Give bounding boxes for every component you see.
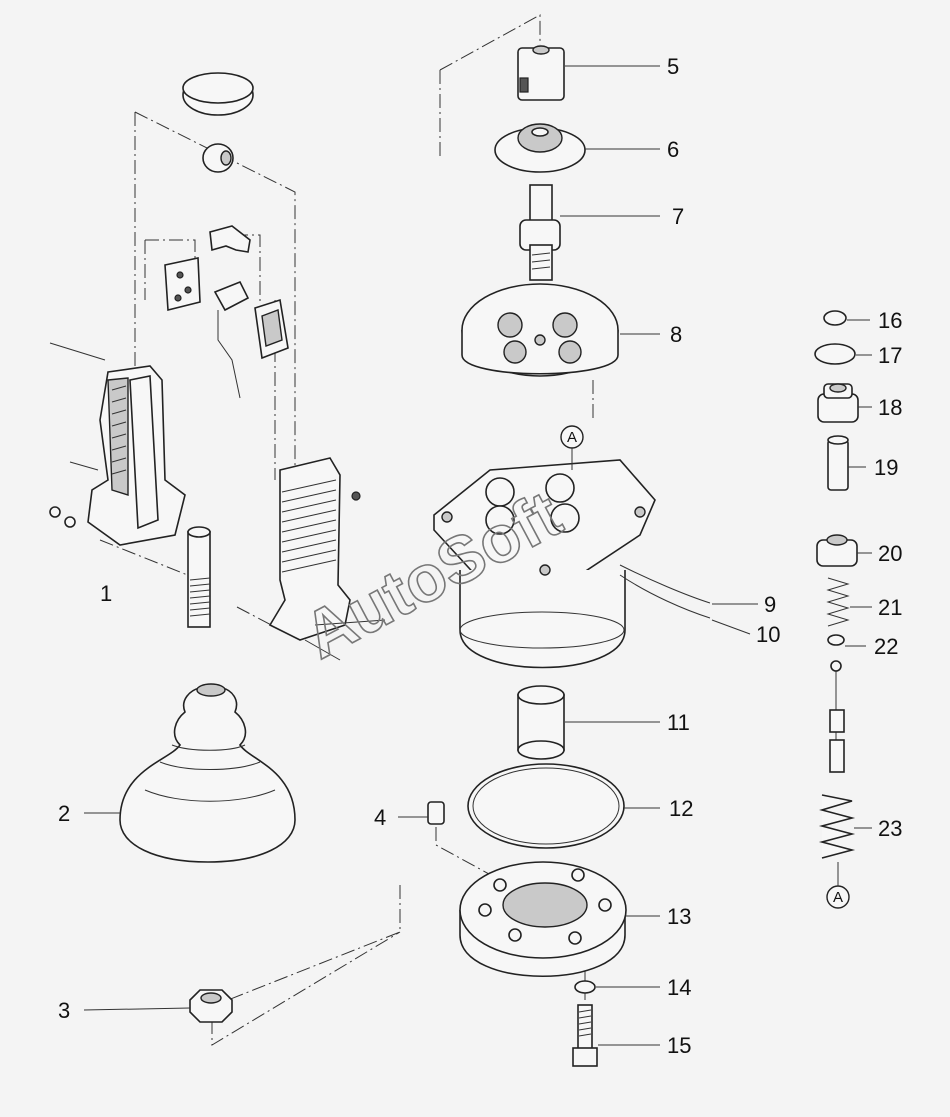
callout-1: 1 (100, 581, 112, 606)
roll-pin (427, 801, 445, 825)
ref-marker-top-label: A (567, 429, 577, 446)
washer-tiny (827, 634, 845, 646)
rubber-boot (119, 683, 296, 863)
callout-20: 20 (878, 541, 902, 566)
callout-16: 16 (878, 308, 902, 333)
callout-13: 13 (667, 904, 691, 929)
callout-18: 18 (878, 395, 902, 420)
callout-12: 12 (669, 796, 693, 821)
ref-marker-bottom: A (826, 862, 850, 909)
grip-half (49, 342, 186, 546)
ball-knob (202, 143, 234, 173)
callout-15: 15 (667, 1033, 691, 1058)
callout-5: 5 (667, 54, 679, 79)
o-ring-large (467, 763, 625, 849)
small-nut (823, 310, 847, 326)
grip-assembly (268, 457, 386, 661)
callout-4: 4 (374, 805, 386, 830)
callout-6: 6 (667, 137, 679, 162)
callout-7: 7 (672, 204, 684, 229)
washer-small (574, 980, 596, 994)
o-ring-small (814, 343, 856, 365)
hex-nut (189, 989, 233, 1023)
mounting-plate (459, 861, 627, 977)
micro-switch (213, 280, 250, 399)
universal-joint (519, 184, 561, 281)
callout-3: 3 (58, 998, 70, 1023)
callout-2: 2 (58, 801, 70, 826)
ref-marker-bottom-label: A (833, 889, 843, 906)
plug (817, 383, 859, 423)
cap-screw (572, 1004, 598, 1067)
collar (517, 685, 565, 760)
callout-8: 8 (670, 322, 682, 347)
cap-disc (182, 72, 254, 116)
spring-small (826, 577, 850, 627)
switch-bracket (209, 225, 251, 253)
callout-22: 22 (874, 634, 898, 659)
ref-marker-top: A (560, 425, 584, 470)
return-spring (818, 794, 856, 859)
push-rod (827, 435, 849, 491)
leader-lines (83, 65, 872, 1046)
assembly-lines (99, 14, 594, 1046)
cover-housing (461, 283, 619, 377)
switch-plate (164, 257, 201, 312)
callout-10: 10 (756, 622, 780, 647)
switch-cover (254, 298, 289, 360)
callout-21: 21 (878, 595, 902, 620)
callout-23: 23 (878, 816, 902, 841)
callout-9: 9 (764, 592, 776, 617)
callouts: 1 2 3 4 5 6 7 8 9 10 11 12 13 14 15 16 1… (58, 54, 902, 1058)
callout-19: 19 (874, 455, 898, 480)
spring-seat (816, 534, 858, 567)
callout-17: 17 (878, 343, 902, 368)
coupling-sleeve (517, 45, 565, 101)
plate-cam (494, 123, 586, 173)
spool (829, 660, 845, 773)
valve-body (433, 459, 711, 669)
pin-shaft (187, 526, 211, 628)
callout-11: 11 (667, 710, 690, 735)
callout-14: 14 (667, 975, 691, 1000)
